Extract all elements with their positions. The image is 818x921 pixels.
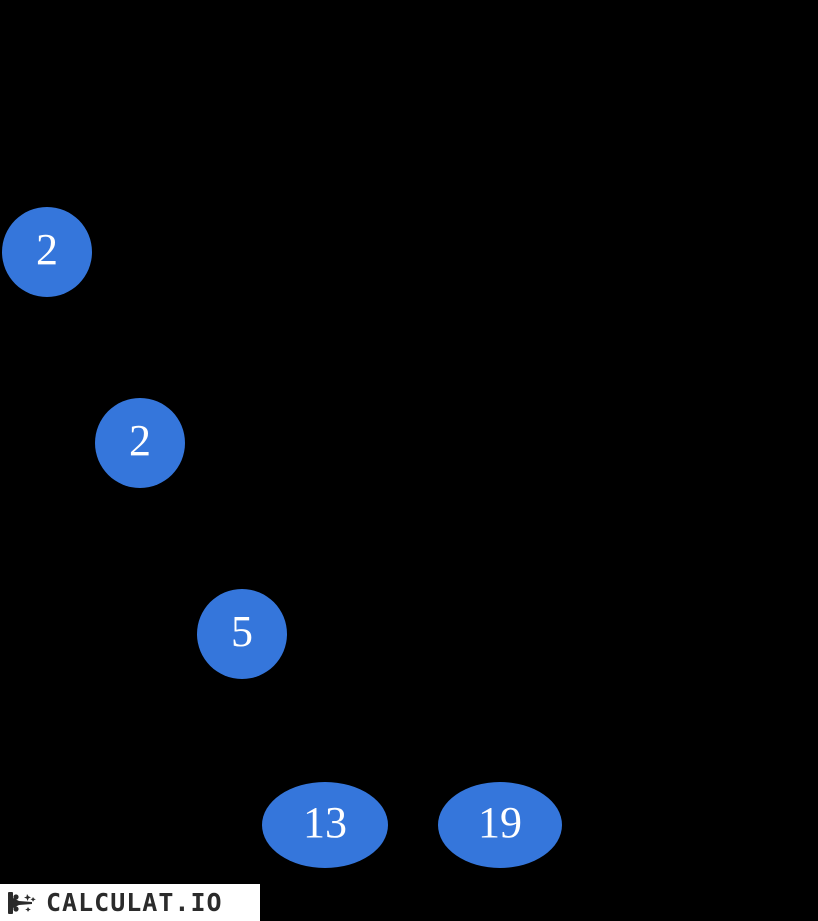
- scissors-hand-icon: [8, 891, 36, 914]
- factor-node: 2: [95, 398, 185, 488]
- factor-node: 5: [197, 589, 287, 679]
- factor-node-label: 13: [303, 798, 347, 847]
- factor-node-label: 19: [478, 798, 522, 847]
- watermark-text: CALCULAT.IO: [46, 888, 223, 917]
- factor-node: 19: [438, 782, 562, 868]
- factor-node-label: 5: [231, 607, 253, 656]
- watermark: CALCULAT.IO: [0, 884, 260, 921]
- factor-node-label: 2: [129, 416, 151, 465]
- factor-node: 2: [2, 207, 92, 297]
- factor-node-label: 2: [36, 225, 58, 274]
- factor-node: 13: [262, 782, 388, 868]
